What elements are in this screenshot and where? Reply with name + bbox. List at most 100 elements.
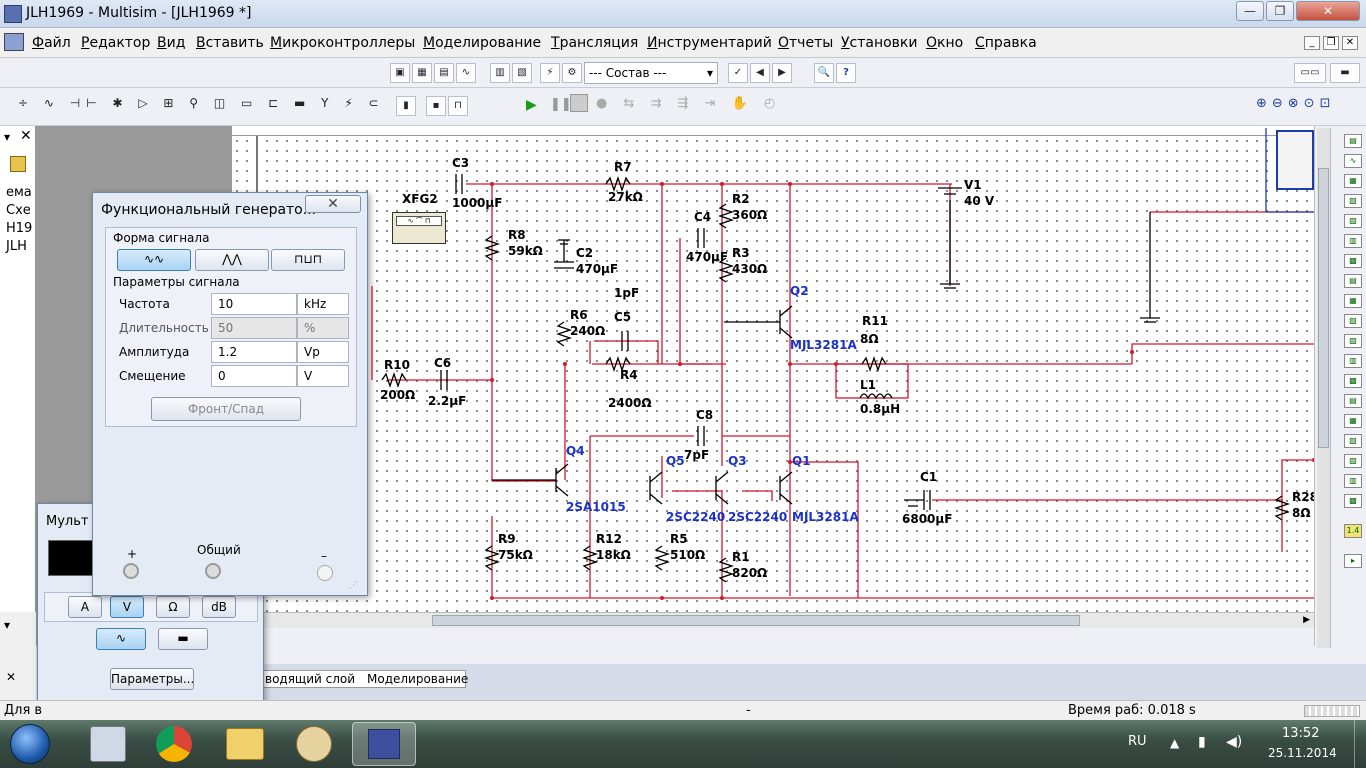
xfg2-instrument[interactable]: ∿ ⌒ ⊓ xyxy=(392,212,446,244)
start-button[interactable] xyxy=(10,724,50,764)
agilent-scope-icon[interactable]: ▨ xyxy=(1344,454,1362,468)
step-controls[interactable]: ● ⇆ ⇉ ⇶ ⇥ ✋ ◴ xyxy=(596,96,782,111)
panel-pin-icon[interactable]: ▾ xyxy=(4,130,11,144)
agilent-generator-icon[interactable]: ▦ xyxy=(1344,414,1362,428)
instrument-toggle-icon[interactable]: ▭▭ xyxy=(1294,63,1326,83)
menu-insert[interactable]: Вставить xyxy=(196,35,264,51)
bom-icon[interactable]: ▥ xyxy=(490,63,510,83)
amplitude-unit[interactable]: Vp xyxy=(297,341,349,363)
mode-ampere-button[interactable]: A xyxy=(68,596,102,618)
oscilloscope-icon[interactable]: ▧ xyxy=(1344,194,1362,208)
back-annotate-icon[interactable]: ◀ xyxy=(750,63,770,83)
tree-item[interactable]: ема xyxy=(6,185,32,200)
hierarchy-icon[interactable]: ⚙ xyxy=(562,63,582,83)
network-analyzer-icon[interactable]: ▤ xyxy=(1344,394,1362,408)
mode-volt-button[interactable]: V xyxy=(110,596,144,618)
explorer-folder-icon[interactable] xyxy=(226,728,264,760)
erc-icon[interactable]: ✓ xyxy=(728,63,748,83)
minimize-button[interactable]: — xyxy=(1236,1,1264,21)
menu-edit[interactable]: Редактор xyxy=(81,35,151,51)
menu-simulate[interactable]: Моделирование xyxy=(423,35,542,51)
schematic-canvas[interactable]: ∿ ⌒ ⊓ C3 1000µF XFG2 R7 27kΩ R2 360Ω C4 … xyxy=(232,126,1318,612)
close-button[interactable]: ✕ xyxy=(1296,1,1360,21)
power-icon[interactable]: ▮ xyxy=(1198,734,1206,750)
offset-input[interactable]: 0 xyxy=(211,365,297,387)
tab-layers[interactable]: водящий слой xyxy=(265,672,356,686)
waveform-square-button[interactable]: ⊓⊔⊓ xyxy=(271,249,345,271)
menu-options[interactable]: Установки xyxy=(841,35,918,51)
counter-icon[interactable]: ▩ xyxy=(1344,254,1362,268)
horizontal-scrollbar[interactable]: ◀ ▶ xyxy=(232,612,1314,628)
vertical-scrollbar[interactable] xyxy=(1317,128,1331,648)
tree-item[interactable]: Н19 xyxy=(6,221,33,236)
tree-items[interactable]: ема Схе Н19 JLH xyxy=(6,184,32,256)
current-probe-icon[interactable]: ▸ xyxy=(1344,554,1362,568)
amplitude-input[interactable]: 1.2 xyxy=(211,341,297,363)
mode-db-button[interactable]: dB xyxy=(202,596,236,618)
agilent-multimeter-icon[interactable]: ▧ xyxy=(1344,434,1362,448)
menu-view[interactable]: Вид xyxy=(157,35,186,51)
scroll-thumb[interactable] xyxy=(432,615,1080,626)
menu-help[interactable]: Справка xyxy=(975,35,1037,51)
scroll-right-icon[interactable]: ▶ xyxy=(1303,615,1310,625)
design-toolbox-icon[interactable]: ▣ xyxy=(390,63,410,83)
pulse-icon[interactable]: ⊓ xyxy=(448,96,468,116)
mdi-minimize-button[interactable]: _ xyxy=(1304,36,1320,50)
oscilloscope-4ch-icon[interactable]: ▨ xyxy=(1344,214,1362,228)
frequency-input[interactable]: 10 xyxy=(211,293,297,315)
menu-reports[interactable]: Отчеты xyxy=(778,35,834,51)
clock-date[interactable]: 25.11.2014 xyxy=(1268,746,1337,760)
paint-icon[interactable] xyxy=(296,726,332,762)
multimeter-params-button[interactable]: Параметры... xyxy=(110,668,194,690)
logic-converter-icon[interactable]: ▧ xyxy=(1344,314,1362,328)
tree-item[interactable]: Схе xyxy=(6,203,31,218)
stop-simulation-button[interactable] xyxy=(570,94,588,112)
funcgen-close-button[interactable]: ✕ xyxy=(305,195,361,213)
duty-cycle-unit[interactable]: % xyxy=(297,317,349,339)
spectrum-analyzer-icon[interactable]: ▩ xyxy=(1344,374,1362,388)
menu-microcontrollers[interactable]: Микроконтроллеры xyxy=(270,35,416,51)
oscilloscope-thumbnail[interactable] xyxy=(1276,130,1314,190)
logic-analyzer-icon[interactable]: ▦ xyxy=(1344,294,1362,308)
volume-icon[interactable]: ◀) xyxy=(1226,734,1243,750)
tektronix-scope-icon[interactable]: ▥ xyxy=(1344,474,1362,488)
pin-icon[interactable]: ▾ xyxy=(4,618,11,632)
frequency-unit[interactable]: kHz xyxy=(297,293,349,315)
zoom-controls[interactable]: ⊕⊖⊗⊙⊡ xyxy=(1256,96,1336,111)
clock-time[interactable]: 13:52 xyxy=(1282,726,1320,741)
vscroll-thumb[interactable] xyxy=(1318,168,1329,448)
common-terminal[interactable] xyxy=(205,563,221,579)
menu-window[interactable]: Окно xyxy=(926,35,964,51)
component-wizard-icon[interactable]: ⚡ xyxy=(540,63,560,83)
run-simulation-button[interactable]: ▶ xyxy=(526,97,537,113)
measurement-probe-icon[interactable]: ▩ xyxy=(1344,494,1362,508)
multimeter-instrument-icon[interactable]: ▤ xyxy=(1344,134,1362,148)
wattmeter-icon[interactable]: ▦ xyxy=(1344,174,1362,188)
pause-simulation-button[interactable]: ❚❚ xyxy=(550,97,572,112)
database-icon[interactable]: ▤ xyxy=(434,63,454,83)
tab-simulation[interactable]: Моделирование xyxy=(367,672,469,686)
spreadsheet-icon[interactable]: ▦ xyxy=(412,63,432,83)
instrument-icon[interactable]: ▬ xyxy=(1330,63,1360,83)
distortion-analyzer-icon[interactable]: ▥ xyxy=(1344,354,1362,368)
calculator-icon[interactable] xyxy=(90,726,126,762)
waveform-triangle-button[interactable]: ⋀⋀ xyxy=(195,249,269,271)
show-desktop-button[interactable] xyxy=(1354,720,1366,768)
panel-close-icon[interactable]: ✕ xyxy=(20,128,32,144)
offset-unit[interactable]: V xyxy=(297,365,349,387)
mdi-close-button[interactable]: ✕ xyxy=(1342,36,1358,50)
menu-file[interactable]: Файл xyxy=(32,35,71,51)
show-hidden-icons[interactable]: ▲ xyxy=(1170,736,1180,750)
waveform-sine-button[interactable]: ∿∿ xyxy=(117,249,191,271)
close-icon[interactable]: ✕ xyxy=(6,670,17,684)
ac-mode-button[interactable]: ∿ xyxy=(96,628,146,650)
dc-mode-button[interactable]: ▬ xyxy=(158,628,208,650)
probe-icon[interactable]: ▮ xyxy=(396,96,416,116)
grapher-icon[interactable]: ∿ xyxy=(456,63,476,83)
labview-icon[interactable]: 1.4 xyxy=(1344,524,1362,538)
menu-tools[interactable]: Инструментарий xyxy=(647,35,772,51)
rise-fall-button[interactable]: Фронт/Спад xyxy=(151,397,301,421)
iv-analyzer-icon[interactable]: ▨ xyxy=(1344,334,1362,348)
forward-annotate-icon[interactable]: ▶ xyxy=(772,63,792,83)
component-icons-strip[interactable]: ÷ ∿ ⊣⊢ ✱ ▷ ⊞ ⚲ ◫ ▭ ⊏ ▬ Y ⚡ ⊂ xyxy=(18,96,385,110)
